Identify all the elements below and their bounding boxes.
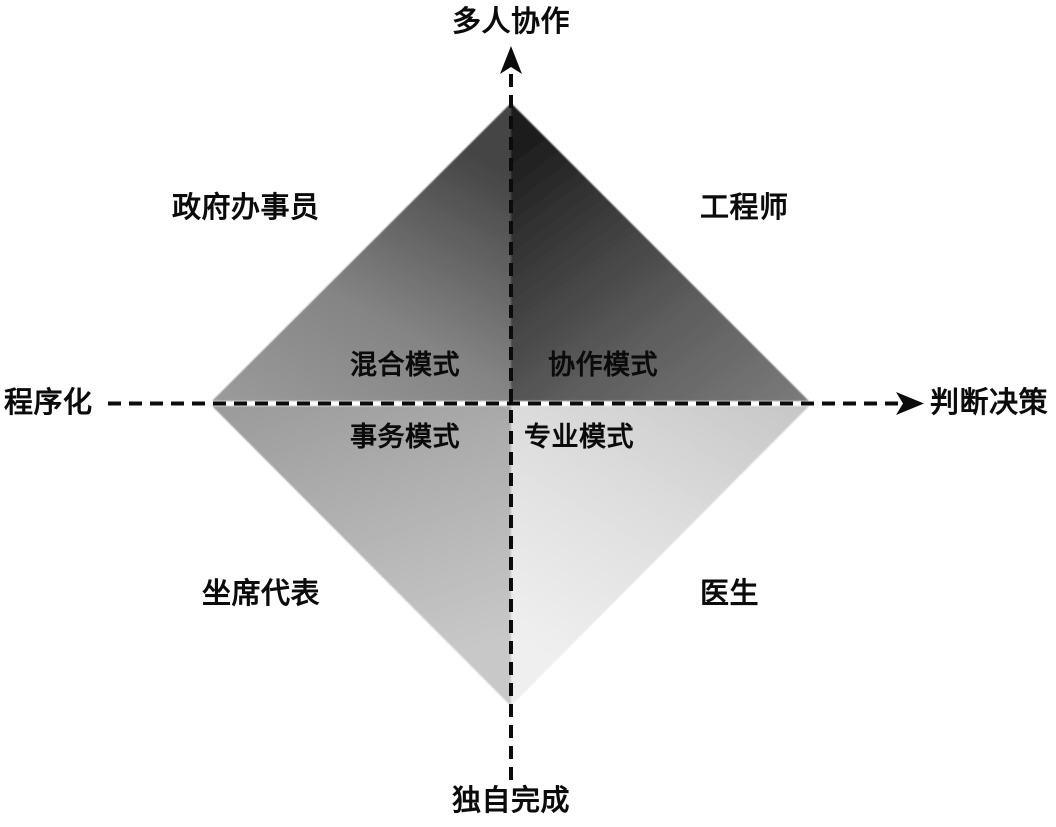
- horizontal-axis-arrowhead: [896, 392, 924, 415]
- quadrant-facet-bottom-left: [212, 406, 511, 706]
- axis-label-left: 程序化: [4, 387, 93, 419]
- persona-label-bottom-right: 医生: [700, 578, 760, 610]
- quadrant-facet-bottom-right: [511, 406, 809, 706]
- persona-label-top-left: 政府办事员: [172, 192, 320, 224]
- mode-label-bottom-right: 专业模式: [524, 422, 634, 452]
- axis-label-top: 多人协作: [452, 6, 571, 38]
- persona-label-top-right: 工程师: [700, 192, 789, 224]
- axis-label-right: 判断决策: [930, 387, 1049, 419]
- diamond-facets: [212, 103, 809, 706]
- persona-label-bottom-left: 坐席代表: [202, 578, 321, 610]
- mode-label-top-left: 混合模式: [350, 350, 460, 380]
- vertical-axis-arrowhead: [500, 46, 522, 74]
- mode-label-top-right: 协作模式: [548, 350, 658, 380]
- quadrant-facet-top-left: [212, 103, 511, 401]
- axis-label-bottom: 独自完成: [452, 785, 571, 817]
- mode-label-bottom-left: 事务模式: [350, 422, 460, 452]
- quadrant-facet-top-right: [511, 103, 809, 401]
